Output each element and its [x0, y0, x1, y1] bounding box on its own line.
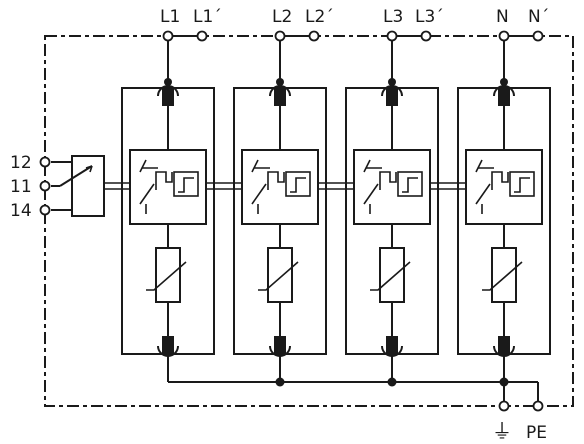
terminal-l1 — [162, 30, 174, 42]
upper-plug-contact — [498, 88, 510, 106]
terminal-n-prime — [532, 30, 544, 42]
thermal-disconnector — [353, 149, 431, 225]
contact-terminal-11 — [39, 180, 51, 192]
lower-plug-contact — [498, 336, 510, 354]
contact-terminal-12 — [39, 156, 51, 168]
thermal-disconnector — [465, 149, 543, 225]
terminal-label-l2: L2 — [272, 7, 292, 27]
varistor — [491, 247, 517, 303]
terminal-l3 — [386, 30, 398, 42]
contact-label-14: 14 — [10, 201, 32, 221]
lower-plug-contact — [162, 336, 174, 354]
pe-label: PE — [526, 423, 547, 443]
device-enclosure — [44, 35, 574, 407]
lower-plug-contact — [274, 336, 286, 354]
contact-label-12: 12 — [10, 153, 32, 173]
varistor — [267, 247, 293, 303]
terminal-l2-prime — [308, 30, 320, 42]
varistor — [155, 247, 181, 303]
thermal-disconnector — [241, 149, 319, 225]
protection-module-l1 — [121, 30, 242, 382]
varistor — [379, 247, 405, 303]
terminal-l2 — [274, 30, 286, 42]
protection-module-l2 — [233, 30, 354, 382]
protection-module-n — [457, 30, 551, 382]
contact-label-11: 11 — [10, 177, 32, 197]
terminal-label-l3: L3 — [383, 7, 403, 27]
upper-plug-contact — [386, 88, 398, 106]
thermal-disconnector — [129, 149, 207, 225]
earth-icon: ⏚ — [492, 419, 512, 443]
terminal-label-l1: L1 — [160, 7, 180, 27]
terminal-label-l3-prime: L3´ — [415, 7, 444, 27]
terminal-label-l1-prime: L1´ — [193, 7, 222, 27]
lower-plug-contact — [386, 336, 398, 354]
pe-terminal — [532, 400, 544, 412]
upper-plug-contact — [162, 88, 174, 106]
protection-module-l3 — [345, 30, 466, 382]
terminal-n — [498, 30, 510, 42]
remote-signal-contact — [39, 155, 130, 217]
pe-bus — [167, 364, 544, 412]
contact-terminal-14 — [39, 204, 51, 216]
terminal-label-l2-prime: L2´ — [305, 7, 334, 27]
earth-terminal — [498, 400, 510, 412]
terminal-label-n-prime: N´ — [528, 7, 549, 27]
terminal-l3-prime — [420, 30, 432, 42]
terminal-l1-prime — [196, 30, 208, 42]
upper-plug-contact — [274, 88, 286, 106]
terminal-label-n: N — [496, 7, 509, 27]
